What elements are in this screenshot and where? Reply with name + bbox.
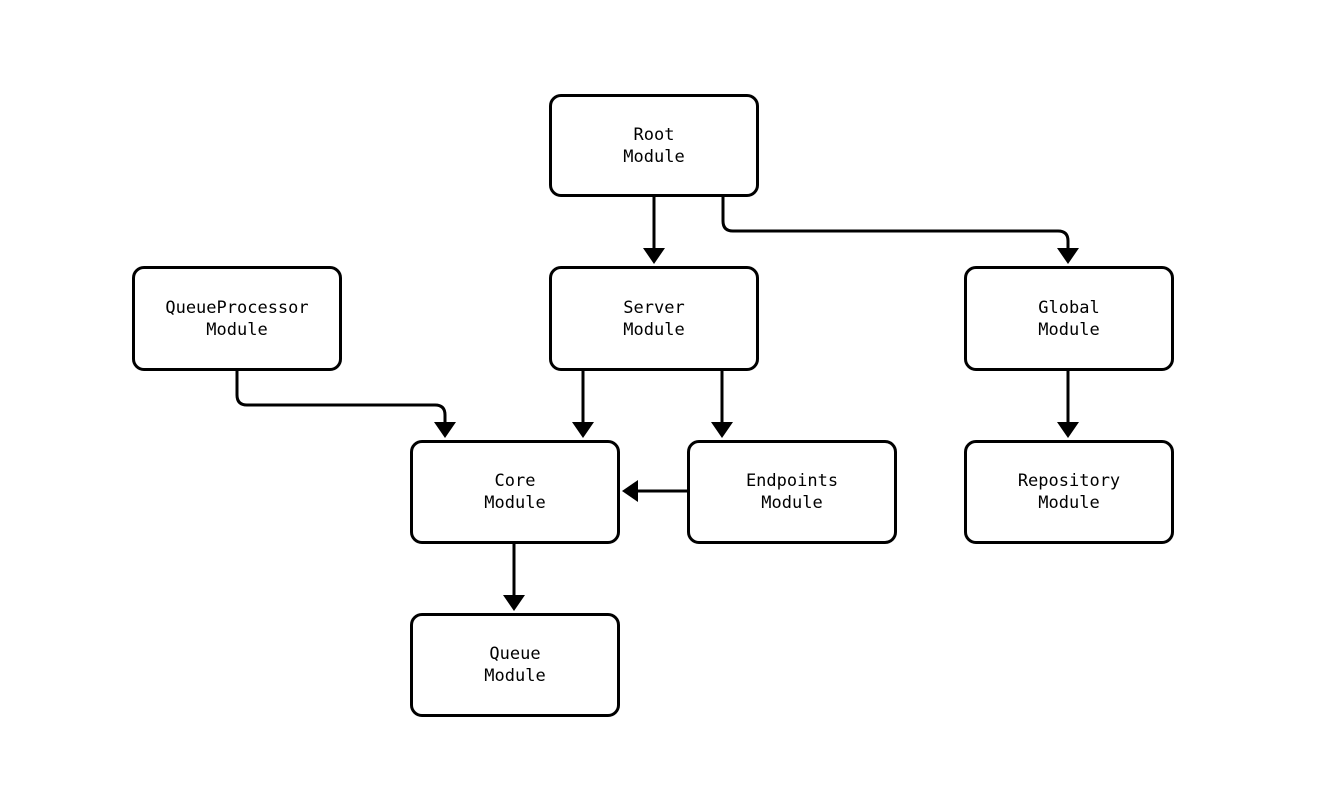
edge-queueprocessor-to-core <box>235 371 447 424</box>
node-label-line2: Module <box>1038 319 1100 340</box>
node-repository-module[interactable]: Repository Module <box>964 440 1174 544</box>
node-label-line1: Endpoints <box>745 471 839 491</box>
arrowhead-server-to-core <box>572 422 594 438</box>
arrowhead-server-to-endpoints <box>711 422 733 438</box>
node-label-line1: QueueProcessor <box>165 297 309 318</box>
node-label-line1: Server <box>623 297 685 318</box>
arrowhead-global-to-repository <box>1057 422 1079 438</box>
node-label-line1: Queue <box>489 644 541 664</box>
node-label-line2: Module <box>623 146 685 167</box>
arrowhead-endpoints-to-core <box>622 480 638 502</box>
node-label-line1: Root <box>633 124 675 145</box>
arrowhead-core-to-queue <box>503 595 525 611</box>
node-global-module[interactable]: Global Module <box>964 266 1174 371</box>
node-queueprocessor-module[interactable]: QueueProcessor Module <box>132 266 342 371</box>
edge-root-to-global <box>721 197 1070 250</box>
node-core-module[interactable]: Core Module <box>410 440 620 544</box>
node-endpoints-module[interactable]: Endpoints Module <box>687 440 897 544</box>
node-label-line1: Global <box>1038 297 1100 318</box>
node-label-line2: Module <box>761 493 823 513</box>
node-label-line1: Repository <box>1017 471 1121 491</box>
node-server-module[interactable]: Server Module <box>549 266 759 371</box>
arrowhead-queueprocessor-to-core <box>434 422 456 438</box>
node-label-line2: Module <box>484 493 546 513</box>
node-label-line2: Module <box>484 666 546 686</box>
arrowhead-root-to-global <box>1057 248 1079 264</box>
arrowhead-root-to-server <box>643 248 665 264</box>
node-label-line2: Module <box>206 319 268 340</box>
node-label-line1: Core <box>494 471 536 491</box>
node-label-line2: Module <box>623 319 685 340</box>
node-label-line2: Module <box>1038 493 1100 513</box>
node-root-module[interactable]: Root Module <box>549 94 759 197</box>
node-queue-module[interactable]: Queue Module <box>410 613 620 717</box>
